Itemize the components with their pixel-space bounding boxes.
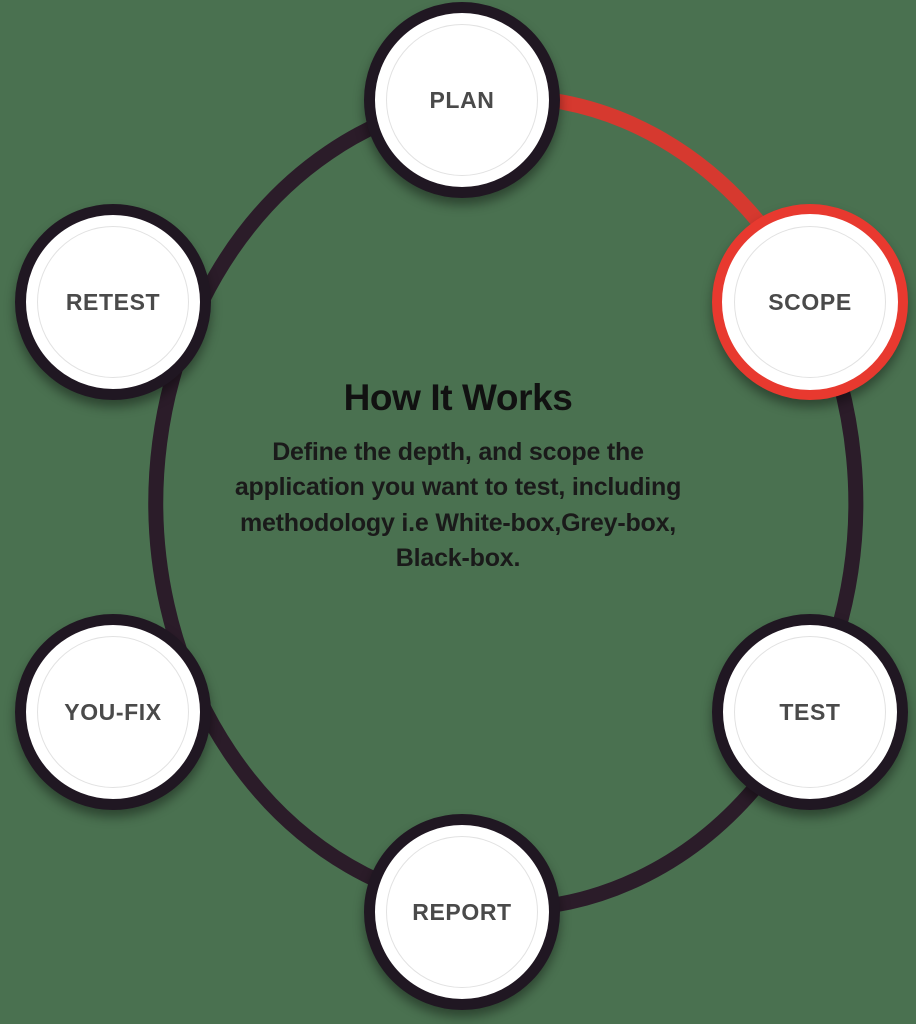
- node-inner-outline: [386, 24, 538, 176]
- cycle-node-test[interactable]: TEST: [712, 614, 908, 810]
- node-inner-outline: [386, 836, 538, 988]
- cycle-node-plan[interactable]: PLAN: [364, 2, 560, 198]
- node-inner-outline: [734, 226, 886, 378]
- cycle-node-label: SCOPE: [768, 288, 852, 315]
- cycle-node-label: TEST: [779, 698, 841, 725]
- node-inner-outline: [37, 226, 189, 378]
- cycle-node-retest[interactable]: RETEST: [15, 204, 211, 400]
- node-inner-outline: [37, 636, 189, 788]
- cycle-node-label: RETEST: [65, 288, 161, 315]
- cycle-node-label: REPORT: [412, 898, 512, 925]
- node-inner-outline: [734, 636, 886, 788]
- cycle-node-report[interactable]: REPORT: [364, 814, 560, 1010]
- cycle-node-label: PLAN: [429, 86, 495, 113]
- cycle-node-label: YOU-FIX: [64, 698, 162, 725]
- cycle-node-scope[interactable]: SCOPE: [712, 204, 908, 400]
- cycle-node-you-fix[interactable]: YOU-FIX: [15, 614, 211, 810]
